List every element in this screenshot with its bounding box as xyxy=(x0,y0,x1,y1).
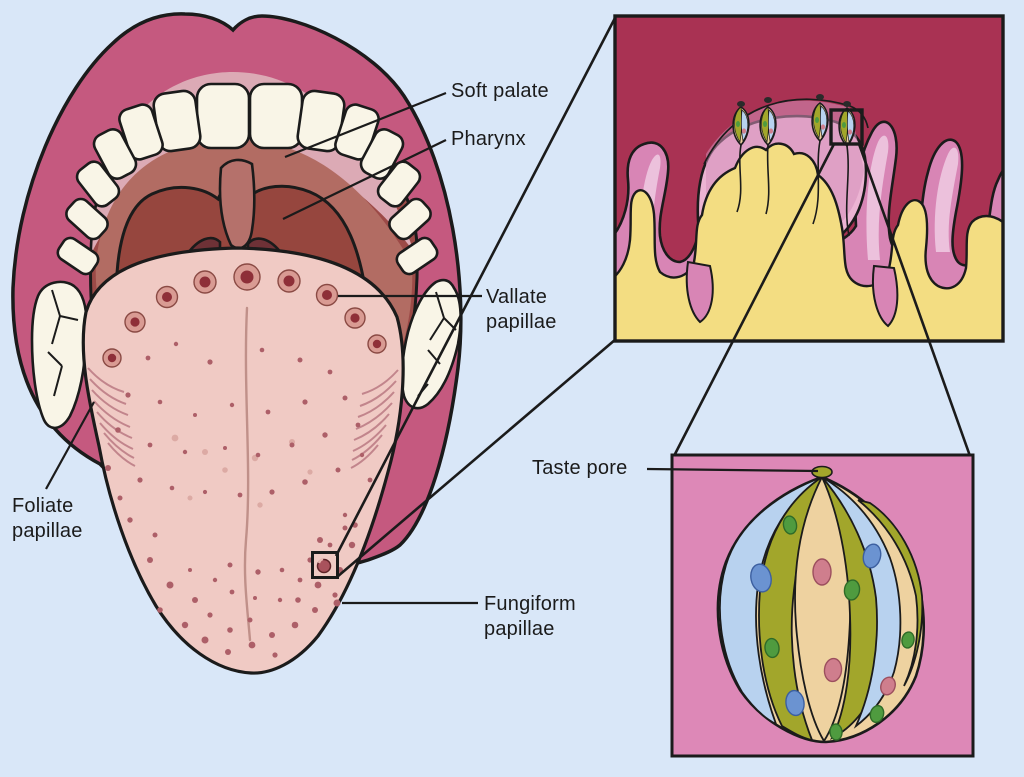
lower-teeth-right xyxy=(400,278,462,410)
foliate-papillae-left xyxy=(87,367,136,467)
tooth xyxy=(359,127,405,181)
tooth xyxy=(248,82,304,150)
lower-teeth xyxy=(30,278,462,430)
label-fungiform-papillae: Fungiform papillae xyxy=(484,593,576,640)
inset-vallate-cross-section xyxy=(613,14,1005,343)
fungiform-papillae xyxy=(105,341,373,658)
tooth xyxy=(75,160,121,208)
teeth-cracks xyxy=(47,289,457,397)
bud-zoom-box xyxy=(829,108,864,146)
cell-olive xyxy=(857,499,924,687)
tooth xyxy=(65,197,109,241)
cell-nuclei xyxy=(750,515,915,741)
taste-pore-knobs xyxy=(737,94,851,107)
pale-bumps xyxy=(171,434,313,508)
connector-bud-to-inset2-right xyxy=(857,143,972,457)
uvula xyxy=(218,158,256,250)
tongue-median-crease xyxy=(243,306,252,642)
inset2-border xyxy=(670,453,975,758)
tooth xyxy=(395,236,439,276)
highlighted-fungiform-papilla xyxy=(316,558,332,574)
tongue-zoom-box xyxy=(311,551,339,579)
connector-bud-to-inset2-left xyxy=(672,143,836,457)
tooth xyxy=(376,160,422,208)
leader-foliate xyxy=(45,401,95,490)
inset1-border xyxy=(613,14,1005,343)
upper-teeth xyxy=(56,82,439,276)
leader-soft-palate xyxy=(284,91,447,159)
tooth xyxy=(92,127,138,181)
connector-tongue-to-inset1-top xyxy=(334,17,617,557)
label-foliate-papillae: Foliate papillae xyxy=(12,495,83,542)
epithelial-pegs xyxy=(685,260,899,328)
mouth-illustration xyxy=(11,12,463,675)
label-vallate-papillae: Vallate papillae xyxy=(486,286,557,333)
vallate-papillae xyxy=(102,263,387,368)
tooth xyxy=(56,236,100,276)
leader-taste-pore xyxy=(646,467,819,473)
label-pharynx: Pharynx xyxy=(451,128,526,150)
label-soft-palate: Soft palate xyxy=(451,80,549,102)
tooth xyxy=(388,197,432,241)
tooth xyxy=(195,82,251,150)
label-leader-lines xyxy=(45,91,819,605)
label-taste-pore: Taste pore xyxy=(532,457,628,479)
tooth xyxy=(118,103,164,161)
nerve-fibres xyxy=(736,140,850,237)
leader-pharynx xyxy=(282,139,447,220)
connector-tongue-to-inset1-bottom xyxy=(336,338,617,578)
cell-blue xyxy=(719,476,823,726)
inset-taste-bud-detail xyxy=(670,453,975,758)
foliate-papillae-right xyxy=(350,369,399,469)
zoom-connector-lines xyxy=(334,17,972,578)
